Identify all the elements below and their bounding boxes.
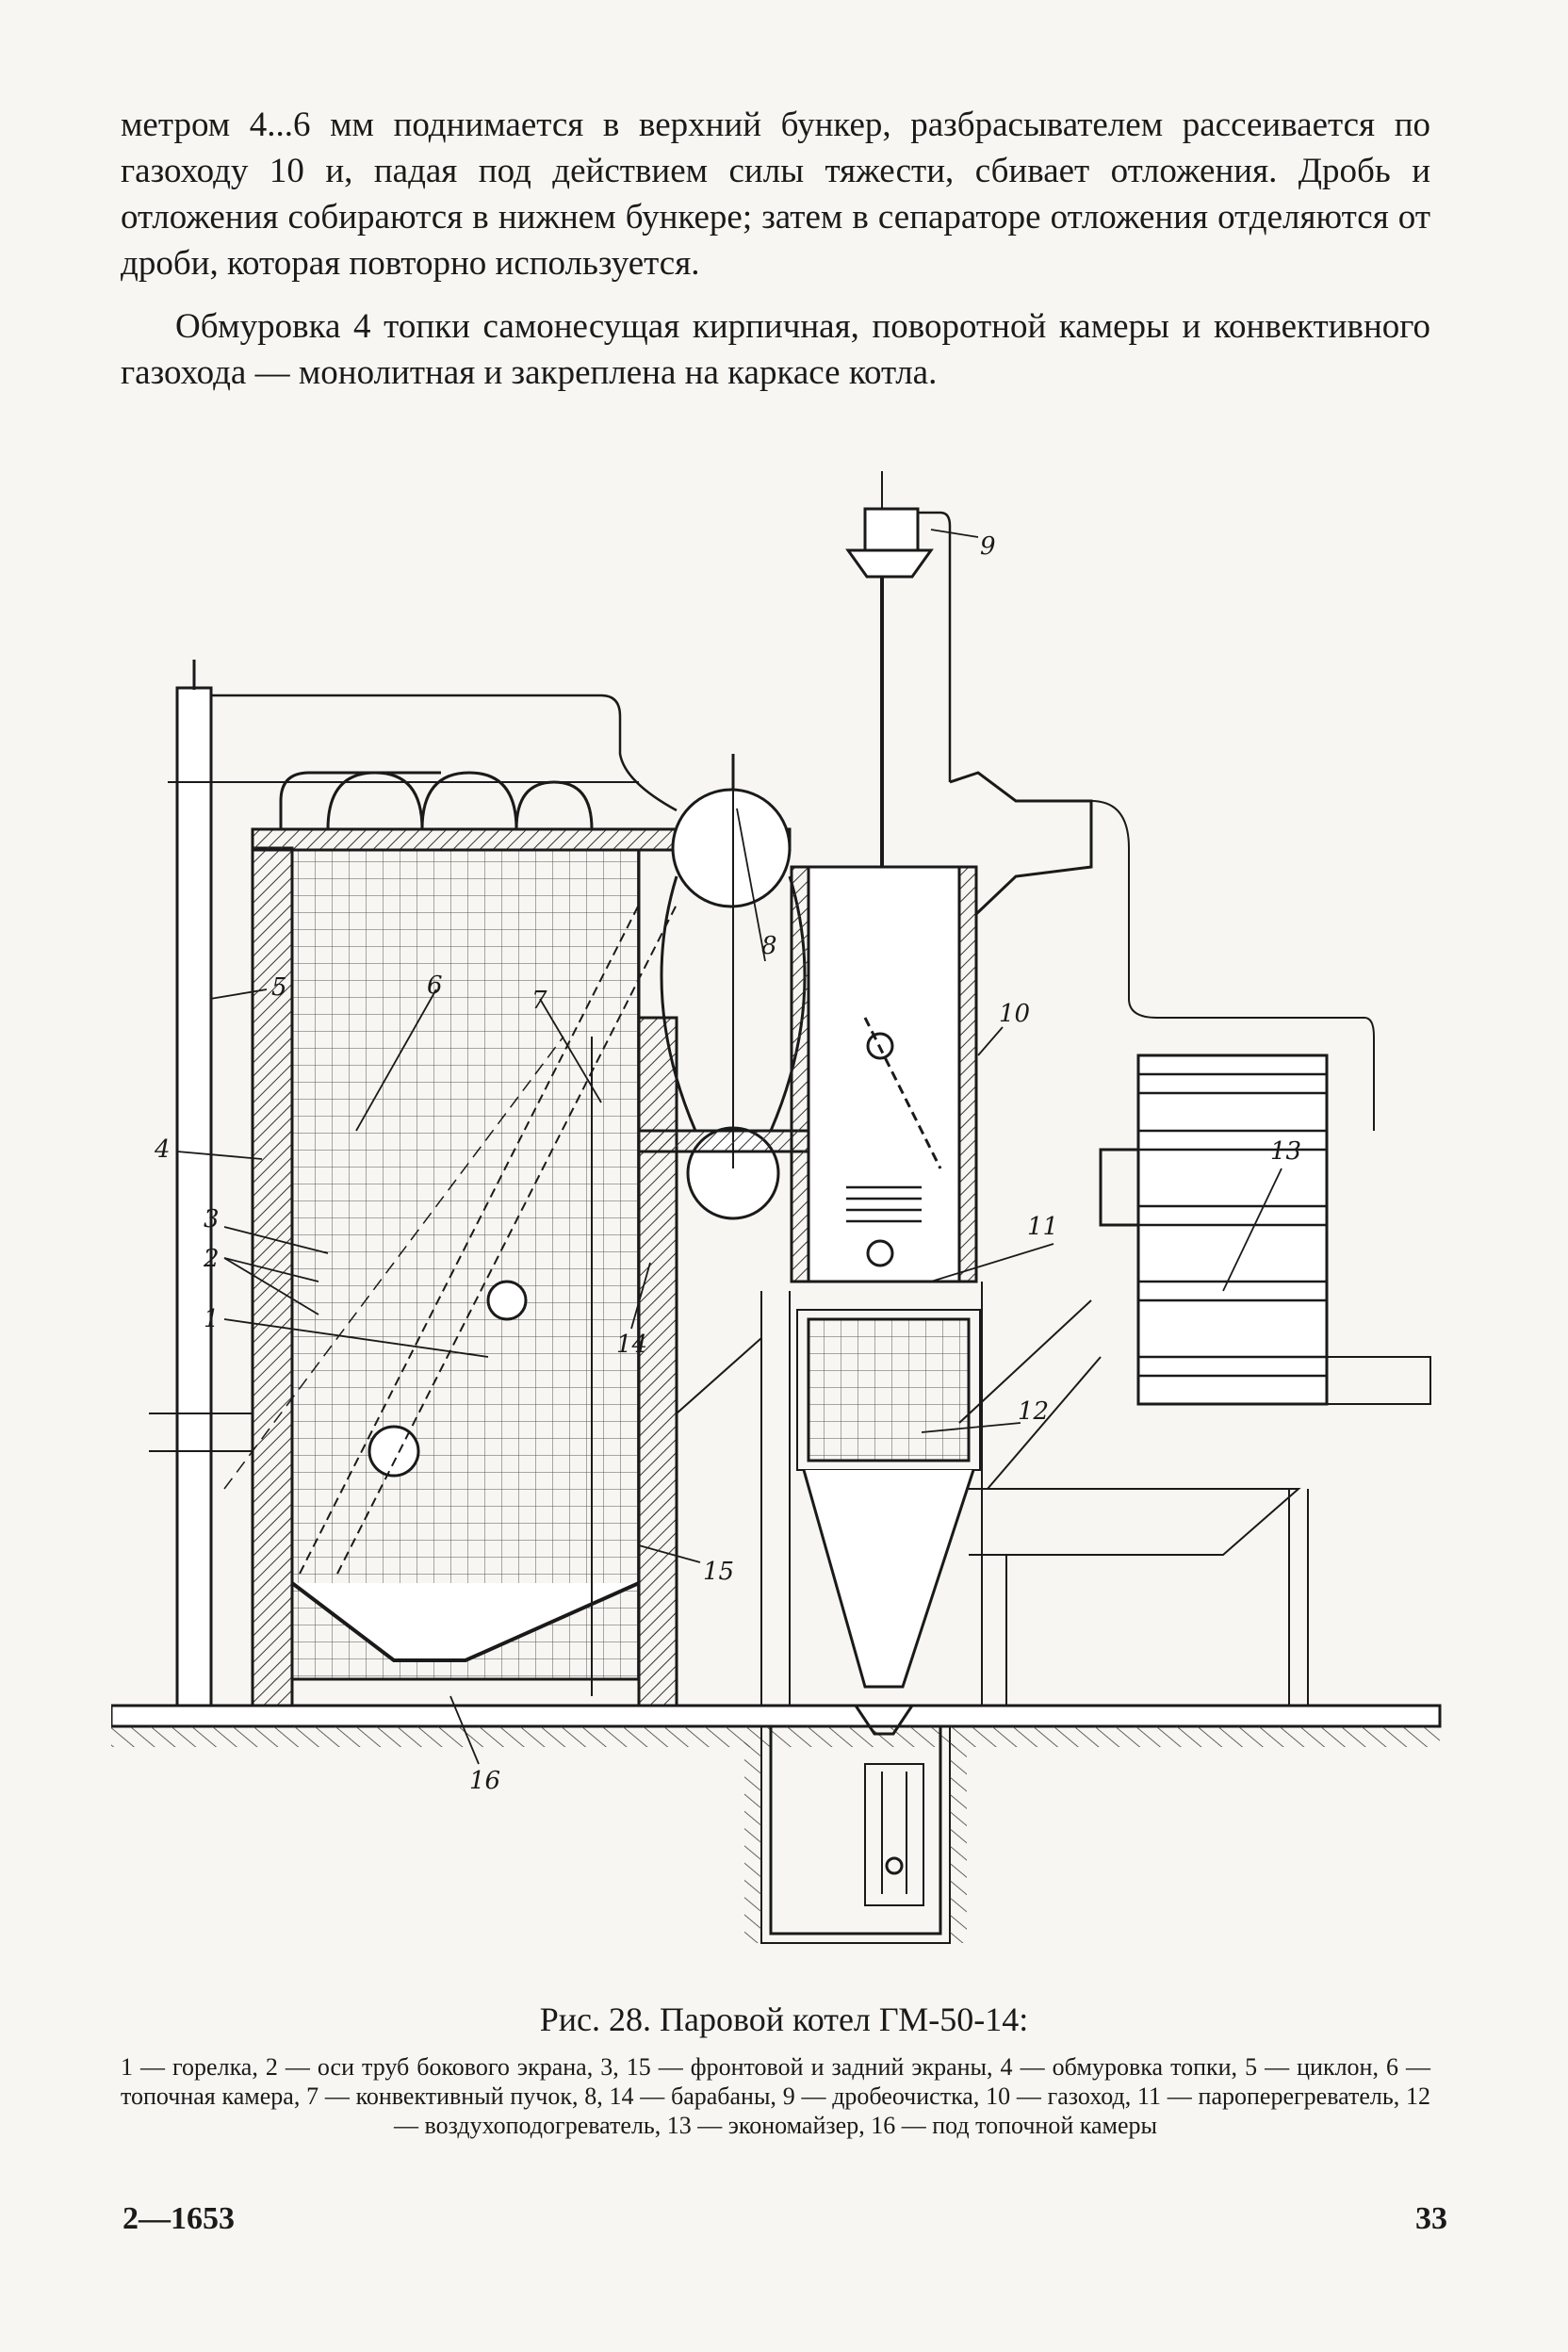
label-4: 4	[154, 1135, 171, 1164]
body-paragraph-2: Обмуровка 4 топки самонесущая кирпичная,…	[121, 307, 1430, 392]
figure-legend: 1 — горелка, 2 — оси труб бокового экран…	[121, 2053, 1430, 2139]
cyclone	[175, 686, 213, 1707]
label-1: 1	[204, 1305, 220, 1333]
economizer	[1136, 1054, 1329, 1406]
superheater	[846, 1185, 922, 1223]
label-5: 5	[271, 973, 287, 1002]
label-7: 7	[531, 987, 547, 1015]
air-heater	[807, 1317, 971, 1462]
label-2: 2	[203, 1245, 220, 1273]
label-8: 8	[761, 932, 777, 960]
boiler-diagram: 1 2 3 4 5 6 7 8 9 10 11 12 13 14 15 16	[111, 471, 1442, 1944]
label-6: 6	[427, 972, 443, 1000]
burner-upper	[486, 1280, 528, 1321]
convective-shaft	[807, 865, 961, 1283]
ground-hatch	[111, 1726, 1440, 1747]
label-14: 14	[616, 1331, 647, 1359]
printer-signature: 2—1653	[122, 2201, 235, 2236]
label-16: 16	[469, 1767, 500, 1795]
burner-lower	[368, 1425, 420, 1478]
figure-caption-title: Рис. 28. Паровой котел ГМ-50-14:	[539, 2001, 1029, 2038]
shot-cleaner-bunker	[863, 507, 920, 552]
floor-slab	[111, 1704, 1442, 1728]
economizer-tubes	[1138, 1072, 1327, 1378]
label-12: 12	[1018, 1397, 1049, 1426]
furnace-floor	[290, 1581, 640, 1662]
label-11: 11	[1027, 1213, 1058, 1241]
label-3: 3	[204, 1205, 220, 1233]
label-15: 15	[703, 1558, 734, 1586]
furnace-brickwork-right	[637, 1016, 678, 1707]
body-paragraph-1: метром 4...6 мм поднимается в верхний бу…	[121, 106, 1430, 283]
ash-pit	[769, 1726, 942, 1936]
label-9: 9	[980, 532, 996, 561]
upper-drum	[671, 788, 792, 908]
label-13: 13	[1270, 1137, 1301, 1166]
page-number: 33	[1415, 2201, 1447, 2236]
hopper	[802, 1469, 975, 1689]
furnace-chamber	[290, 848, 641, 1681]
label-10: 10	[999, 1000, 1030, 1028]
